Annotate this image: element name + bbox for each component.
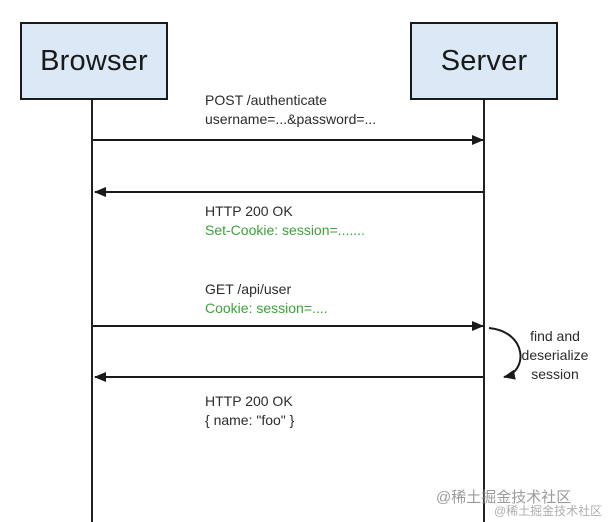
browser-actor-box: Browser <box>20 22 168 100</box>
server-note: find and deserialize session <box>518 327 592 384</box>
message-header-line: Cookie: session=.... <box>205 300 328 316</box>
server-actor-box: Server <box>410 22 558 100</box>
server-actor-label: Server <box>440 44 528 77</box>
browser-lifeline <box>91 100 93 522</box>
browser-actor-label: Browser <box>40 44 148 77</box>
watermark-secondary: @稀土掘金技术社区 <box>494 504 603 518</box>
message-body-line: username=...&password=... <box>205 111 377 127</box>
message-request-line: POST /authenticate <box>205 92 327 108</box>
message-body-line: { name: "foo" } <box>205 412 295 428</box>
server-note-line: deserialize <box>521 347 589 363</box>
message-request-line: GET /api/user <box>205 281 292 297</box>
watermark: @稀土掘金技术社区 <box>436 489 572 506</box>
server-note-line: session <box>531 366 579 382</box>
message-get-api-user: GET /api/user Cookie: session=.... <box>205 280 328 318</box>
message-status-line: HTTP 200 OK <box>205 203 293 219</box>
arrow-deserialize-loop <box>488 327 522 380</box>
message-post-authenticate: POST /authenticate username=...&password… <box>205 91 376 129</box>
message-status-line: HTTP 200 OK <box>205 393 293 409</box>
server-lifeline <box>483 100 485 522</box>
message-http-200-user: HTTP 200 OK { name: "foo" } <box>205 392 294 430</box>
message-header-line: Set-Cookie: session=....... <box>205 222 365 238</box>
server-note-line: find and <box>530 328 580 344</box>
message-http-200-set-cookie: HTTP 200 OK Set-Cookie: session=....... <box>205 202 365 240</box>
